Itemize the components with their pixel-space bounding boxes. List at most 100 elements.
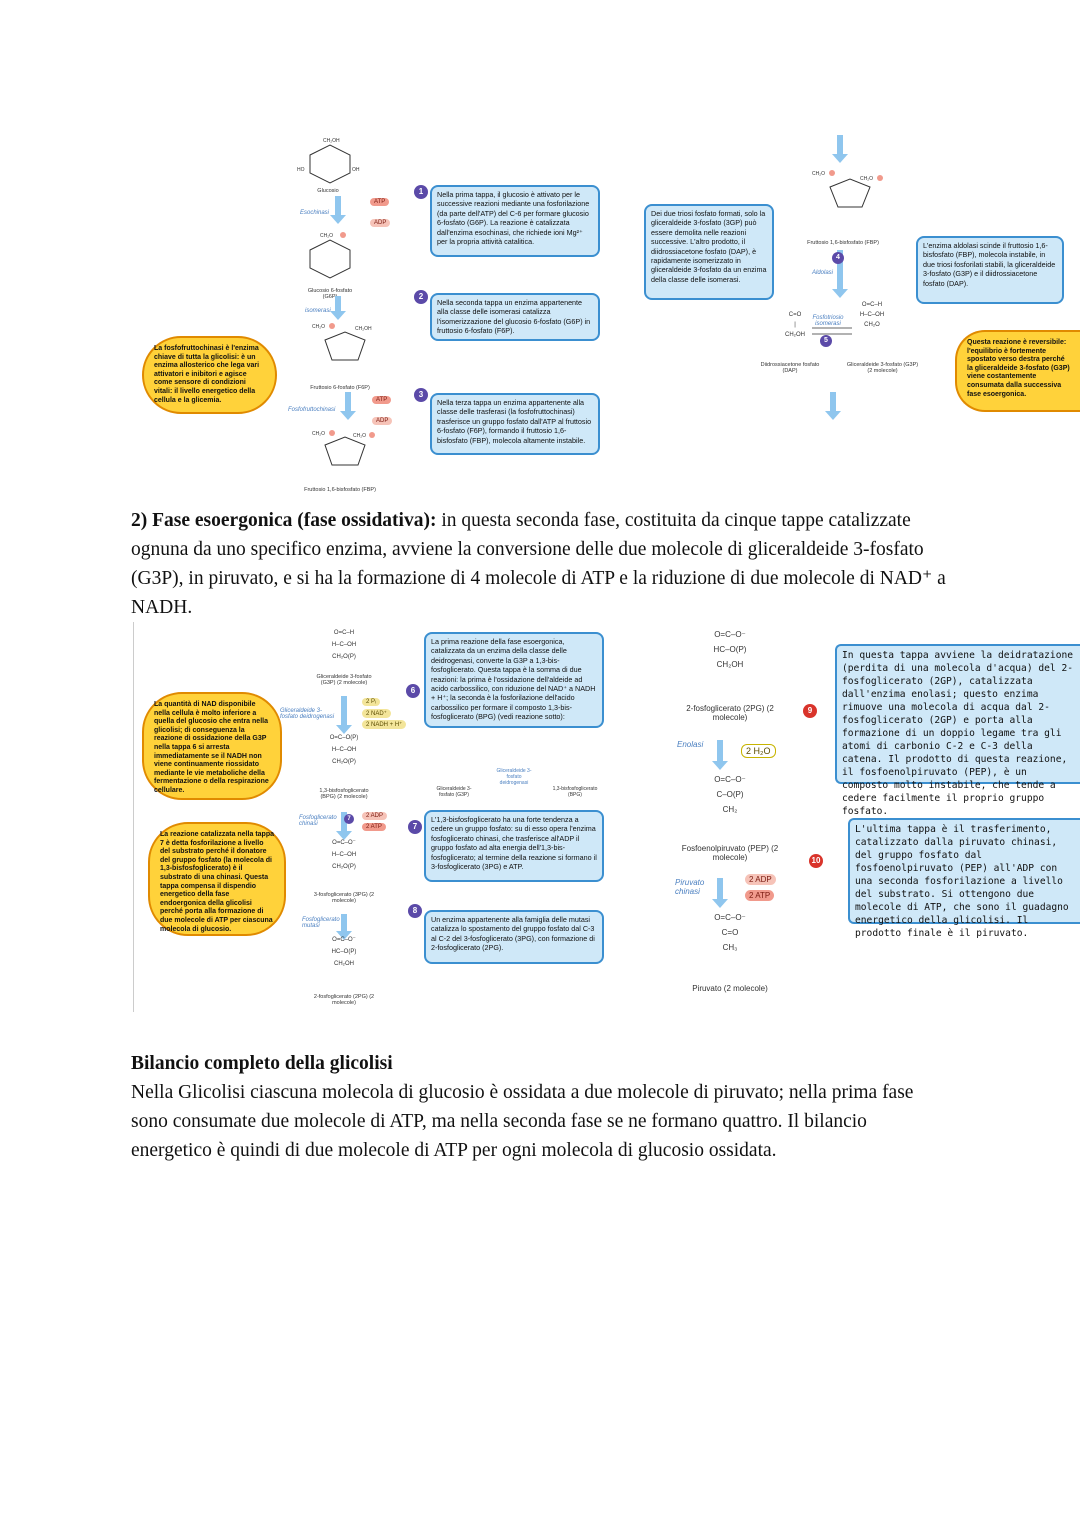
dap-structure: C=O|CH₂OH <box>785 312 805 338</box>
arrow-step6 <box>336 696 352 734</box>
bubble-triosi: Dei due triosi fosfato formati, solo la … <box>644 204 774 300</box>
fbp-structure: CH₂O CH₂O <box>312 430 375 466</box>
enzyme-esochinasi: Esochinasi <box>300 210 330 216</box>
pep-structure: O=C–O⁻C–O(P)CH₂ <box>714 775 746 814</box>
adp-badge-3: ADP <box>372 417 393 425</box>
mol-g3p: Gliceraldeide 3-fosfato (G3P) (2 molecol… <box>846 362 919 374</box>
svg-text:CH₂O: CH₂O <box>812 171 825 177</box>
enzyme-fosfofruttochinasi: Fosfofruttochinasi <box>288 407 336 413</box>
atp-badge-3: ATP <box>372 396 392 404</box>
step-badge-9: 9 <box>803 704 817 718</box>
step-badge-6: 6 <box>406 684 420 698</box>
bubble-step-8: Un enzima appartenente alla famiglia del… <box>424 910 604 964</box>
h2o-badge: 2 H₂O <box>741 744 776 758</box>
glucose-structure: CH₂OH HO OH <box>297 138 360 184</box>
svg-text:CH₂OH: CH₂OH <box>355 326 372 332</box>
step-badge-5: 5 <box>820 335 832 347</box>
mol-3pg: 3-fosfoglicerato (3PG) (2 molecole) <box>313 892 375 904</box>
arrow-step2 <box>330 296 346 320</box>
step-badge-7b: 7 <box>408 820 422 834</box>
step-badge-1: 1 <box>414 185 428 199</box>
2pg-structure: O=C–O⁻HC–O(P)CH₂OH <box>331 937 357 967</box>
mol-g3p-2: Gliceraldeide 3-fosfato (G3P) (2 molecol… <box>316 674 372 686</box>
2pg-structure-2: O=C–O⁻HC–O(P)CH₂OH <box>713 630 747 669</box>
svg-text:CH₂O: CH₂O <box>860 176 873 182</box>
mol-f6p: Fruttosio 6-fosfato (F6P) <box>310 385 370 391</box>
bubble-step-1: Nella prima tappa, il glucosio è attivat… <box>430 185 600 257</box>
svg-text:CH₂O: CH₂O <box>353 433 366 439</box>
mini-label-enzyme: Gliceraldeide 3-fosfato deidrogenasi <box>496 768 532 786</box>
f6p-structure: CH₂O CH₂OH <box>312 323 372 361</box>
atp-badge-1: ATP <box>370 198 390 206</box>
enzyme-fosfoglicerato-mutasi: Fosfoglicerato mutasi <box>302 917 340 929</box>
g6p-structure: CH₂O <box>309 232 351 279</box>
svg-text:CH₂O: CH₂O <box>312 431 325 437</box>
svg-text:CH₂O: CH₂O <box>320 233 333 239</box>
enzyme-fosfoglicerato-chinasi: Fosfoglicerato chinasi <box>299 815 337 827</box>
step-badge-10: 10 <box>809 854 823 868</box>
mol-dap: Diidrossiacetone fosfato (DAP) <box>760 362 820 374</box>
svg-text:CH₂OH: CH₂OH <box>323 138 340 144</box>
mol-fbp: Fruttosio 1,6-bisfosfato (FBP) <box>304 487 376 493</box>
arrow-step10 <box>712 878 728 908</box>
enzyme-enolasi: Enolasi <box>677 740 704 749</box>
bubble-step-3: Nella terza tappa un enzima appartenente… <box>430 393 600 455</box>
bubble-step-10: L'ultima tappa è il trasferimento, catal… <box>848 818 1080 939</box>
figure-glycolysis-steps-9-10: O=C–O⁻HC–O(P)CH₂OH 2-fosfoglicerato (2PG… <box>665 622 1080 1002</box>
bilancio-heading: Bilancio completo della glicolisi <box>131 1053 393 1074</box>
bubble-step-6: La prima reazione della fase esoergonica… <box>424 632 604 728</box>
bubble-step-9: In questa tappa avviene la deidratazione… <box>835 644 1080 817</box>
nad-badge: 2 NAD⁺ <box>362 709 391 718</box>
mol-pyruvate: Piruvato (2 molecole) <box>692 984 768 993</box>
pi-badge: 2 Pᵢ <box>362 698 380 706</box>
equilibrium-arrows <box>812 327 852 335</box>
arrow-step8 <box>336 914 352 940</box>
adp-badge-1: ADP <box>370 219 391 227</box>
enzyme-aldolasi: Aldolasi <box>812 270 834 276</box>
atp-badge-10: 2 ATP <box>745 890 775 901</box>
fbp-structure-2: CH₂O CH₂O <box>812 170 883 208</box>
enzyme-isomerasi: isomerasi <box>305 308 331 314</box>
bilancio-body: Nella Glicolisi ciascuna molecola di glu… <box>131 1082 914 1161</box>
arrow-step3 <box>340 392 356 420</box>
cloud-reversibile: Questa reazione è reversibile: l'equilib… <box>955 330 1080 412</box>
cloud-nad: La quantità di NAD disponibile nella cel… <box>142 692 282 800</box>
step-badge-3: 3 <box>414 388 428 402</box>
arrow-step9 <box>712 740 728 770</box>
svg-text:HO: HO <box>297 167 305 173</box>
paragraph-fase-esoergonica: 2) Fase esoergonica (fase ossidativa): i… <box>131 506 951 622</box>
step-badge-8: 8 <box>408 904 422 918</box>
figure-glycolysis-steps-4-5: CH₂O CH₂O Fruttosio 1,6-bisfosfato (FBP)… <box>640 130 1080 430</box>
bubble-aldolasi: L'enzima aldolasi scinde il fruttosio 1,… <box>916 236 1064 304</box>
arrow-top-in <box>832 135 848 163</box>
step-badge-7: 7 <box>344 814 354 824</box>
adp-badge-10: 2 ADP <box>745 874 776 885</box>
mol-glucose: Glucosio <box>317 188 339 194</box>
step-badge-2: 2 <box>414 290 428 304</box>
mol-2pg-2: 2-fosfoglicerato (2PG) (2 molecole) <box>686 704 774 722</box>
enzyme-g3p-deidrogenasi: Gliceraldeide 3-fosfato deidrogenasi <box>280 708 335 720</box>
svg-text:CH₂O: CH₂O <box>312 324 325 330</box>
mol-pep: Fosfoenolpiruvato (PEP) (2 molecole) <box>681 844 779 862</box>
section2-body: in questa seconda fase, costituita da ci… <box>131 510 946 618</box>
cloud-fosfofruttochinasi: La fosfofruttochinasi è l'enzima chiave … <box>142 336 277 414</box>
arrow-step1 <box>330 196 346 224</box>
arrow-bottom-out <box>825 392 841 420</box>
enzyme-piruvato-chinasi: Piruvato chinasi <box>675 878 705 896</box>
section2-heading: 2) Fase esoergonica (fase ossidativa): <box>131 510 437 531</box>
nadh-badge: 2 NADH + H⁺ <box>362 720 407 729</box>
cloud-fosforilazione: La reazione catalizzata nella tappa 7 è … <box>148 822 286 936</box>
mol-g6p: Glucosio 6-fosfato (G6P) <box>307 288 353 300</box>
figure-glycolysis-steps-1-3: CH₂OH HO OH Glucosio Esochinasi ATP ADP … <box>140 130 610 500</box>
mol-fbp-2: Fruttosio 1,6-bisfosfato (FBP) <box>807 240 879 246</box>
bubble-step-7: L'1,3-bisfosfoglicerato ha una forte ten… <box>424 810 604 882</box>
adp-badge-7: 2 ADP <box>362 812 388 820</box>
bubble-step-2: Nella seconda tappa un enzima appartenen… <box>430 293 600 341</box>
step-badge-4: 4 <box>832 252 844 264</box>
mol-bpg: 1,3-bisfosfoglicerato (BPG) (2 molecole) <box>319 788 369 800</box>
